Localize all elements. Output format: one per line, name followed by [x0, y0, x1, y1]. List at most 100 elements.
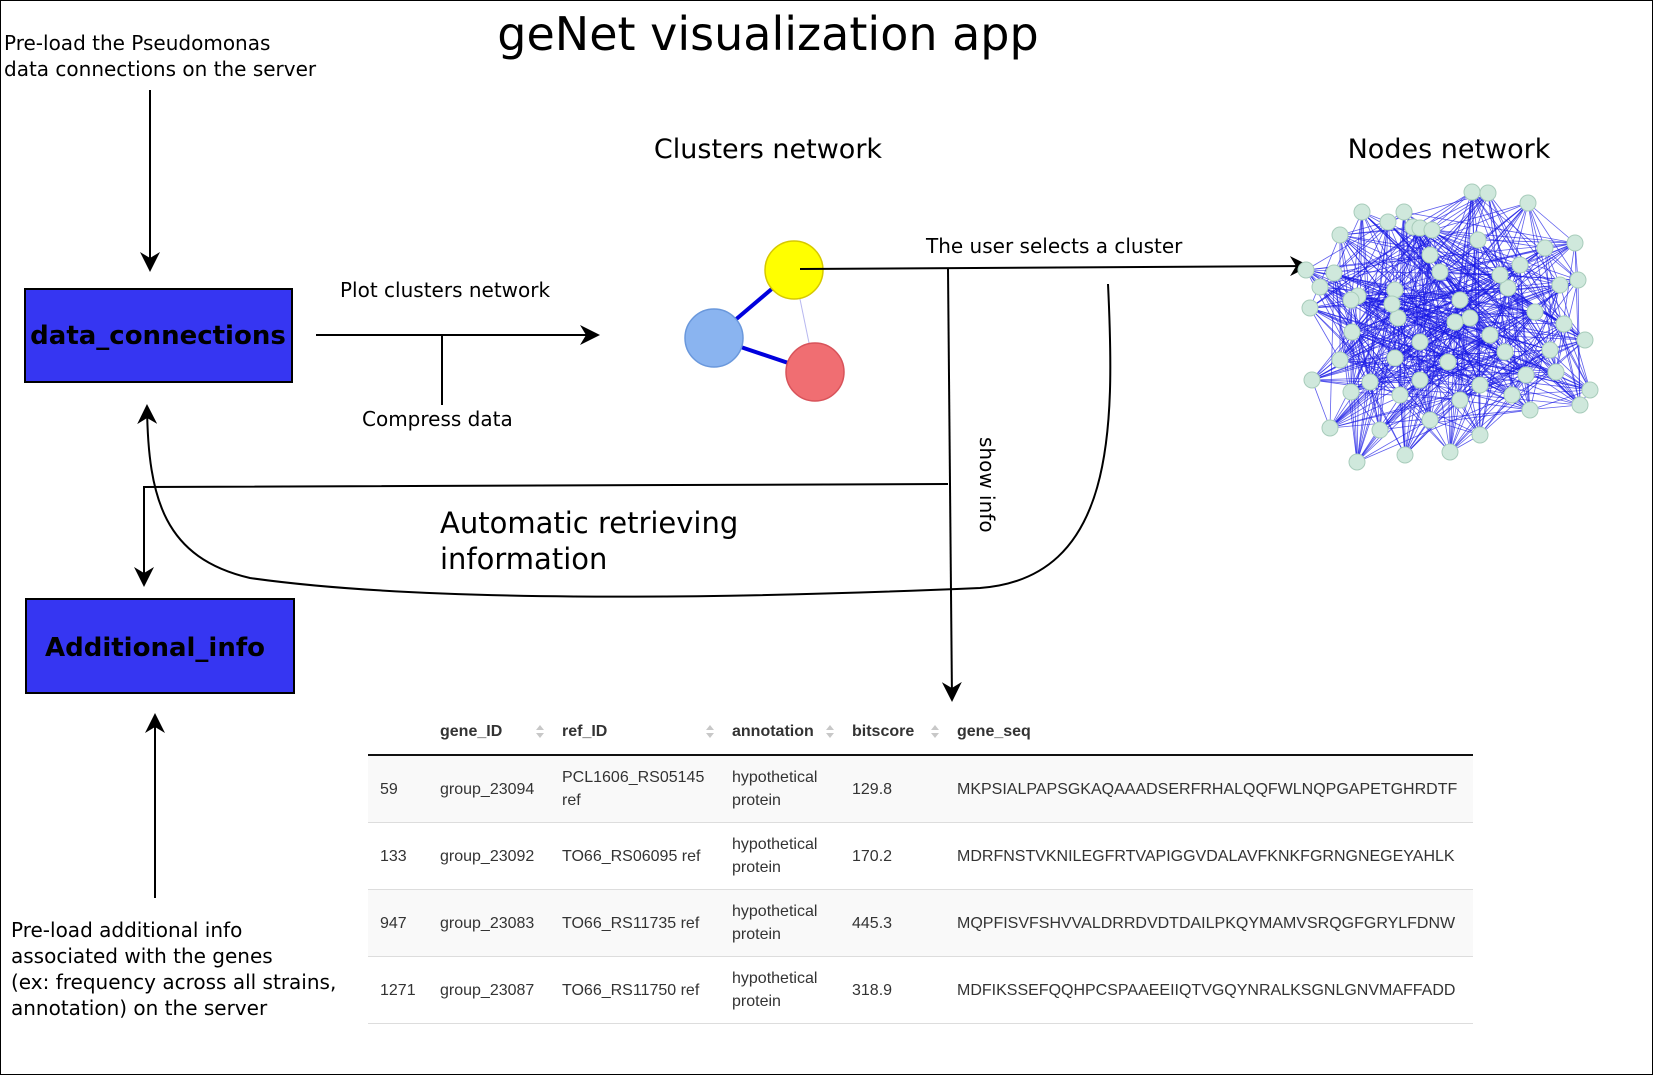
- gene-node[interactable]: [1311, 278, 1329, 296]
- column-header-gene-id[interactable]: gene_ID: [428, 710, 550, 756]
- gene-node[interactable]: [1541, 341, 1559, 359]
- additional-info-label: Additional_info: [45, 633, 265, 663]
- gene-node[interactable]: [1547, 363, 1565, 381]
- gene-node[interactable]: [1503, 386, 1521, 404]
- column-header-bitscore[interactable]: bitscore: [840, 710, 945, 756]
- gene-node[interactable]: [1461, 309, 1479, 327]
- cluster-node-red[interactable]: [785, 342, 845, 402]
- gene-node[interactable]: [1342, 291, 1360, 309]
- gene-node[interactable]: [1526, 303, 1544, 321]
- gene-node[interactable]: [1353, 203, 1371, 221]
- table-row[interactable]: 947 group_23083 TO66_RS11735 ref hypothe…: [368, 889, 1473, 957]
- gene-node[interactable]: [1342, 383, 1360, 401]
- preload-connections-note-line-2: data connections on the server: [4, 57, 317, 81]
- node-edge: [1329, 274, 1501, 429]
- cluster-node-yellow[interactable]: [764, 240, 824, 300]
- column-header-annotation[interactable]: annotation: [720, 710, 840, 756]
- gene-node[interactable]: [1303, 371, 1321, 389]
- gene-node[interactable]: [1361, 373, 1379, 391]
- gene-node[interactable]: [1421, 246, 1439, 264]
- node-edge: [1356, 394, 1513, 463]
- node-edge: [1339, 234, 1527, 376]
- gene-node[interactable]: [1386, 281, 1404, 299]
- table-header-row: gene_ID ref_ID annotation bitscore gene_…: [368, 710, 1473, 756]
- gene-node[interactable]: [1511, 256, 1529, 274]
- automatic-retrieving-arrow: [137, 283, 1112, 598]
- node-edge: [1305, 269, 1536, 313]
- gene-node[interactable]: [1321, 419, 1339, 437]
- node-edge: [1431, 229, 1579, 281]
- gene-node[interactable]: [1371, 421, 1389, 439]
- gene-node[interactable]: [1301, 299, 1319, 317]
- preload-additional-note-line-4: annotation) on the server: [11, 996, 268, 1020]
- cell-bitscore: 129.8: [840, 755, 945, 823]
- gene-node[interactable]: [1463, 183, 1481, 201]
- gene-node[interactable]: [1576, 331, 1594, 349]
- gene-node[interactable]: [1581, 381, 1599, 399]
- gene-node[interactable]: [1348, 453, 1366, 471]
- gene-node[interactable]: [1517, 366, 1535, 384]
- gene-node[interactable]: [1551, 276, 1569, 294]
- gene-node[interactable]: [1469, 231, 1487, 249]
- cell-gene-seq: MKPSIALPAPSGKAQAAADSERFRHALQQFWLNQPGAPET…: [945, 755, 1473, 823]
- gene-node[interactable]: [1536, 239, 1554, 257]
- gene-node[interactable]: [1499, 279, 1517, 297]
- gene-node[interactable]: [1325, 264, 1343, 282]
- gene-node[interactable]: [1571, 396, 1589, 414]
- gene-node[interactable]: [1423, 221, 1441, 239]
- gene-node[interactable]: [1383, 295, 1401, 313]
- gene-node[interactable]: [1379, 213, 1397, 231]
- node-edge: [1350, 221, 1389, 301]
- gene-node[interactable]: [1439, 353, 1457, 371]
- column-header-gene-seq[interactable]: gene_seq: [945, 710, 1473, 756]
- node-edge: [1391, 192, 1489, 305]
- gene-node[interactable]: [1451, 291, 1469, 309]
- node-edge: [1379, 274, 1501, 431]
- gene-node[interactable]: [1479, 184, 1497, 202]
- gene-node[interactable]: [1396, 446, 1414, 464]
- gene-node[interactable]: [1441, 443, 1459, 461]
- node-edge: [1305, 254, 1431, 271]
- sort-icon[interactable]: [931, 725, 939, 739]
- cell-index: 947: [368, 889, 428, 957]
- gene-node[interactable]: [1569, 271, 1587, 289]
- table-row[interactable]: 133 group_23092 TO66_RS06095 ref hypothe…: [368, 822, 1473, 890]
- additional-info-box: [25, 598, 295, 694]
- sort-icon[interactable]: [536, 725, 544, 739]
- node-edge: [1309, 234, 1341, 309]
- gene-node[interactable]: [1395, 203, 1413, 221]
- cell-ref-id: TO66_RS06095 ref: [550, 822, 720, 890]
- node-edge: [1431, 229, 1501, 276]
- node-edge: [1574, 242, 1581, 406]
- table-row[interactable]: 1271 group_23087 TO66_RS11750 ref hypoth…: [368, 956, 1473, 1024]
- gene-node[interactable]: [1331, 351, 1349, 369]
- gene-node[interactable]: [1496, 343, 1514, 361]
- gene-node[interactable]: [1555, 315, 1573, 333]
- gene-node[interactable]: [1446, 313, 1464, 331]
- sort-icon[interactable]: [706, 725, 714, 739]
- gene-node[interactable]: [1521, 401, 1539, 419]
- gene-node[interactable]: [1491, 266, 1509, 284]
- cluster-node-blue[interactable]: [684, 308, 744, 368]
- gene-node[interactable]: [1481, 326, 1499, 344]
- gene-node[interactable]: [1431, 263, 1449, 281]
- gene-node[interactable]: [1411, 333, 1429, 351]
- node-edge: [1311, 379, 1481, 386]
- gene-node[interactable]: [1471, 376, 1489, 394]
- table-row[interactable]: 59 group_23094 PCL1606_RS05145 ref hypot…: [368, 755, 1473, 823]
- gene-node[interactable]: [1566, 234, 1584, 252]
- gene-node[interactable]: [1471, 426, 1489, 444]
- sort-icon[interactable]: [826, 725, 834, 739]
- gene-node[interactable]: [1297, 261, 1315, 279]
- gene-node[interactable]: [1391, 386, 1409, 404]
- gene-node[interactable]: [1331, 226, 1349, 244]
- gene-node[interactable]: [1411, 371, 1429, 389]
- gene-node[interactable]: [1343, 323, 1361, 341]
- node-edge: [1369, 221, 1389, 383]
- gene-node[interactable]: [1386, 349, 1404, 367]
- node-edge: [1429, 419, 1481, 436]
- gene-node[interactable]: [1519, 194, 1537, 212]
- gene-node[interactable]: [1451, 391, 1469, 409]
- gene-node[interactable]: [1421, 411, 1439, 429]
- column-header-ref-id[interactable]: ref_ID: [550, 710, 720, 756]
